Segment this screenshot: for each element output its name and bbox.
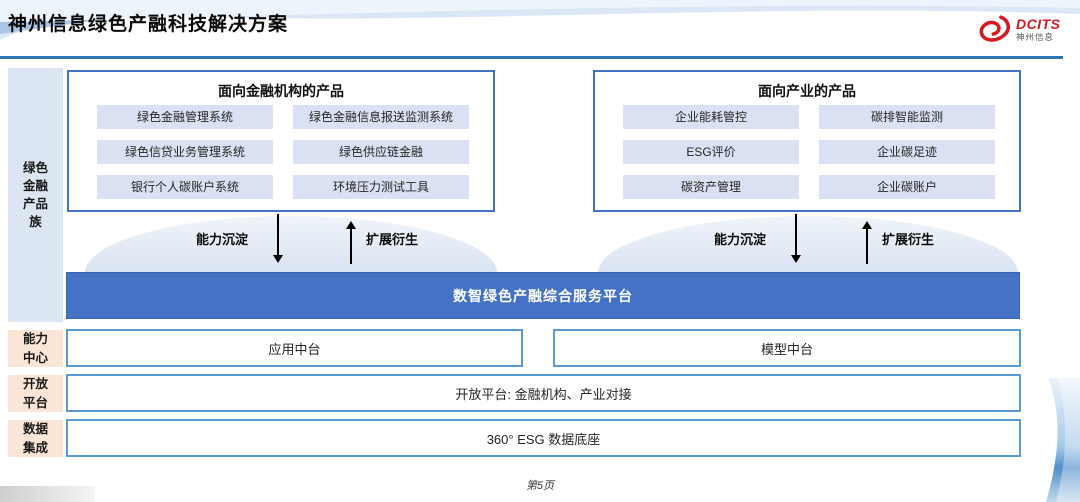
industry-products-title: 面向产业的产品 <box>758 83 856 99</box>
esg-data-base-box: 360° ESG 数据底座 <box>66 419 1021 457</box>
model-middle-platform-box: 模型中台 <box>553 329 1021 367</box>
rail-product-family-label: 绿色金融产品族 <box>22 160 48 230</box>
product-chip: 企业碳足迹 <box>819 140 995 164</box>
finance-products-title: 面向金融机构的产品 <box>218 83 344 99</box>
product-chip: 绿色信贷业务管理系统 <box>97 140 273 164</box>
page-number: 第5页 <box>525 480 555 492</box>
rail-data-integration-label: 数据集成 <box>22 422 48 455</box>
finance-products-box: 面向金融机构的产品 绿色金融管理系统 绿色金融信息报送监测系统 绿色信贷业务管理… <box>67 70 495 212</box>
arrow-down-icon <box>791 214 801 263</box>
dcits-logo: DCITS 神州信息 <box>978 8 1068 50</box>
product-chip: 银行个人碳账户系统 <box>97 175 273 199</box>
logo-name: DCITS <box>1016 15 1061 32</box>
product-chip: 碳排智能监测 <box>819 105 995 129</box>
industry-products-box: 面向产业的产品 企业能耗管控 碳排智能监测 ESG评价 企业碳足迹 碳资产管理 … <box>593 70 1021 212</box>
dcits-logo-icon <box>979 15 1010 42</box>
product-chip: 绿色金融管理系统 <box>97 105 273 129</box>
capability-sink-label: 能力沉淀 <box>196 232 249 247</box>
bottom-left-decoration <box>0 486 95 502</box>
rail-open-platform-label: 开放平台 <box>22 377 48 410</box>
logo-subtitle: 神州信息 <box>1016 31 1055 42</box>
expand-derive-label: 扩展衍生 <box>882 232 935 247</box>
product-chip: 环境压力测试工具 <box>293 175 469 199</box>
industry-products-grid: 企业能耗管控 碳排智能监测 ESG评价 企业碳足迹 碳资产管理 企业碳账户 <box>623 105 995 199</box>
rail-data-integration: 数据集成 <box>8 420 63 457</box>
product-chip: 企业碳账户 <box>819 175 995 199</box>
product-chip: 绿色金融信息报送监测系统 <box>293 105 469 129</box>
arrow-up-icon <box>862 221 872 264</box>
rail-capability-center-label: 能力中心 <box>22 332 48 365</box>
header-divider <box>0 56 1063 59</box>
capability-sink-label: 能力沉淀 <box>714 232 767 247</box>
expand-derive-label: 扩展衍生 <box>366 232 419 247</box>
platform-bar: 数智绿色产融综合服务平台 <box>66 272 1020 319</box>
dome-decoration-left <box>85 216 497 273</box>
arrow-down-icon <box>273 214 283 263</box>
finance-products-grid: 绿色金融管理系统 绿色金融信息报送监测系统 绿色信贷业务管理系统 绿色供应链金融… <box>97 105 469 199</box>
rail-capability-center: 能力中心 <box>8 330 63 367</box>
dome-decoration-right <box>598 216 1018 273</box>
page-title: 神州信息绿色产融科技解决方案 <box>8 14 289 35</box>
product-chip: 碳资产管理 <box>623 175 799 199</box>
rail-open-platform: 开放平台 <box>8 375 63 412</box>
product-chip: ESG评价 <box>623 140 799 164</box>
rail-product-family: 绿色金融产品族 <box>8 68 63 322</box>
product-chip: 绿色供应链金融 <box>293 140 469 164</box>
app-middle-platform-box: 应用中台 <box>66 329 523 367</box>
product-chip: 企业能耗管控 <box>623 105 799 129</box>
open-platform-box: 开放平台: 金融机构、产业对接 <box>66 374 1021 412</box>
arrow-up-icon <box>346 221 356 264</box>
